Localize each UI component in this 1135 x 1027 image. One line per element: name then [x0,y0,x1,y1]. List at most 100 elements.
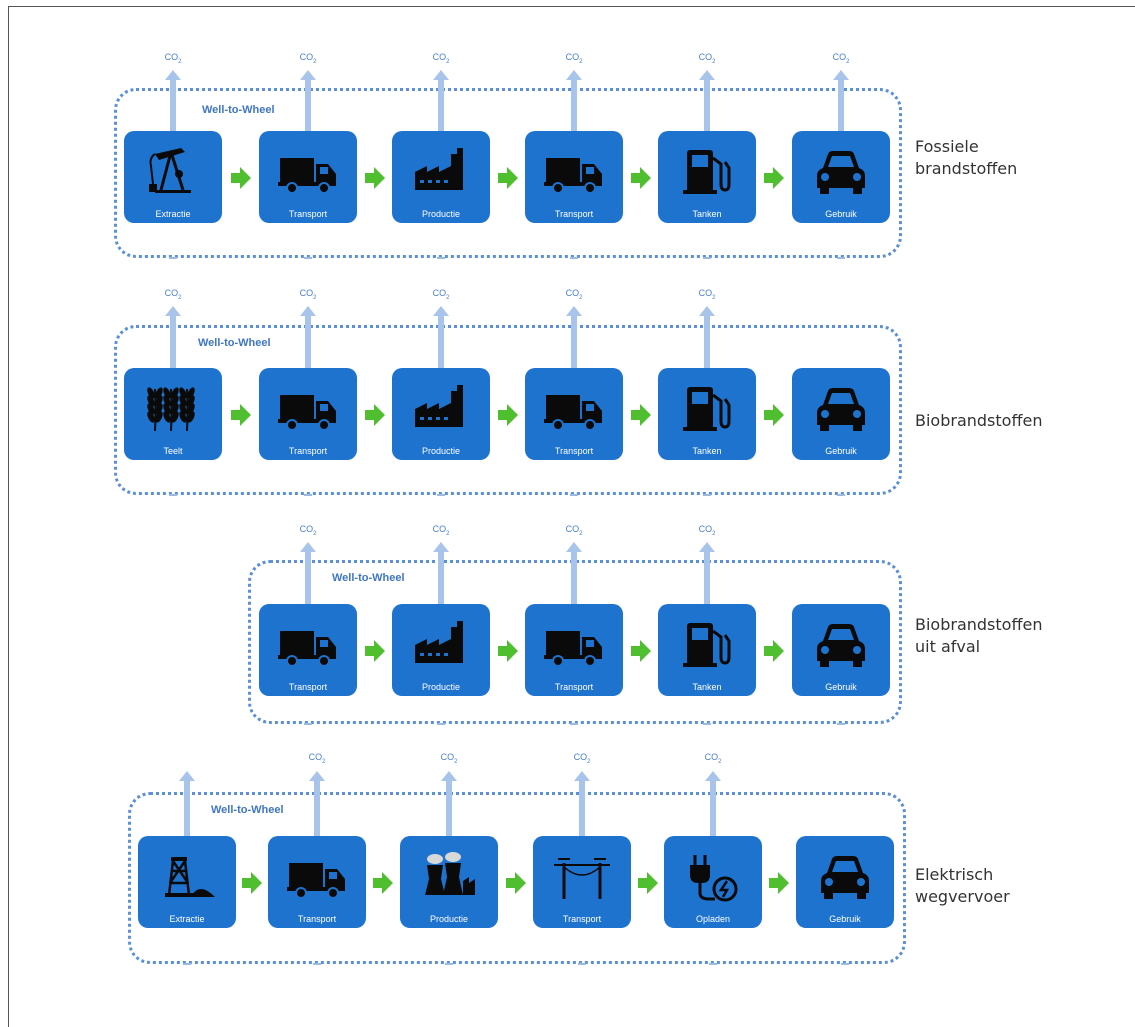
truck-icon [544,631,602,667]
process-step-transport: Transport [268,836,366,928]
co2-emission-arrow [441,771,457,836]
co2-label: CO2 [573,752,591,765]
step-label: Gebruik [829,914,861,924]
oil-pump-icon [149,148,191,193]
process-step-transport: Transport [259,368,357,460]
step-label: Transport [288,446,328,456]
step-label: Opladen [695,914,731,924]
process-step-gebruik: Gebruik [792,604,890,696]
step-label: Productie [421,682,461,692]
process-step-tanken: Tanken [658,131,756,223]
process-step-gebruik: Gebruik [796,836,894,928]
step-label: Extractie [155,209,191,219]
truck-icon [278,158,336,194]
process-step-transport: Transport [259,604,357,696]
step-label: Teelt [163,446,183,456]
truck-icon [278,395,336,431]
step-label: Tanken [692,682,722,692]
co2-label: CO2 [432,288,450,301]
car-icon [821,856,869,899]
well-to-wheel-label: Well-to-Wheel [202,104,275,116]
co2-label: CO2 [308,752,326,765]
fuel-pump-icon [683,623,731,667]
process-step-productie: Productie [392,368,490,460]
well-to-wheel-boundary [128,792,906,964]
boundary-tick [709,963,717,965]
co2-emission-arrow [433,70,449,131]
step-label: Transport [288,682,328,692]
boundary-tick [313,963,321,965]
co2-label: CO2 [565,52,583,65]
step-label: Productie [429,914,469,924]
co2-emission-arrow [300,70,316,131]
boundary-tick [841,963,849,965]
flow-arrow [373,872,393,894]
boundary-tick [578,963,586,965]
factory-icon [415,385,463,427]
flow-arrow [630,167,651,189]
co2-label: CO2 [440,752,458,765]
co2-emission-arrow [566,542,582,604]
figure-frame [8,6,1135,1027]
flow-arrow [769,872,789,894]
process-step-transport: Transport [525,604,623,696]
co2-label: CO2 [432,52,450,65]
co2-emission-arrow [705,771,721,836]
mine-icon [165,857,215,897]
step-label: Tanken [692,209,722,219]
step-label: Gebruik [825,446,857,456]
co2-emission-arrow [566,306,582,368]
co2-label: CO2 [698,52,716,65]
co2-emission-arrow [566,70,582,131]
truck-icon [287,863,345,899]
co2-label: CO2 [698,288,716,301]
truck-icon [544,395,602,431]
well-to-wheel-boundary [114,88,902,258]
co2-label: CO2 [698,524,716,537]
process-step-gebruik: Gebruik [792,368,890,460]
co2-emission-arrow [300,542,316,604]
wheat-icon [147,387,195,432]
step-label: Extractie [169,914,205,924]
flow-arrow [764,640,784,662]
process-step-opladen: Opladen [664,836,762,928]
process-step-tanken: Tanken [658,604,756,696]
process-step-extractie: Extractie [138,836,236,928]
step-label: Transport [554,446,594,456]
flow-arrow [764,167,784,189]
flow-arrow [230,167,251,189]
boundary-tick [169,494,177,496]
step-label: Transport [288,209,328,219]
co2-emission-arrow [309,771,325,836]
process-step-productie: Productie [400,836,498,928]
truck-icon [544,158,602,194]
boundary-tick [703,257,711,259]
flow-arrow [230,404,251,426]
co2-emission-arrow [165,306,181,368]
process-step-transport: Transport [525,131,623,223]
flow-arrow [497,404,518,426]
boundary-tick [570,723,578,725]
step-label: Tanken [692,446,722,456]
co2-emission-arrow [699,306,715,368]
process-step-tanken: Tanken [658,368,756,460]
flow-arrow [630,640,651,662]
car-icon [817,624,865,667]
co2-label: CO2 [164,288,182,301]
co2-label: CO2 [164,52,182,65]
flow-arrow [242,872,262,894]
process-step-productie: Productie [392,131,490,223]
co2-label: CO2 [832,52,850,65]
boundary-tick [837,723,845,725]
co2-label: CO2 [565,524,583,537]
process-step-transport: Transport [259,131,357,223]
boundary-tick [703,494,711,496]
factory-icon [415,621,463,663]
co2-emission-arrow [300,306,316,368]
pathway-title: Fossiele brandstoffen [915,137,1018,178]
step-label: Transport [554,682,594,692]
co2-emission-arrow [433,542,449,604]
co2-label: CO2 [432,524,450,537]
truck-icon [278,631,336,667]
co2-emission-arrow [433,306,449,368]
